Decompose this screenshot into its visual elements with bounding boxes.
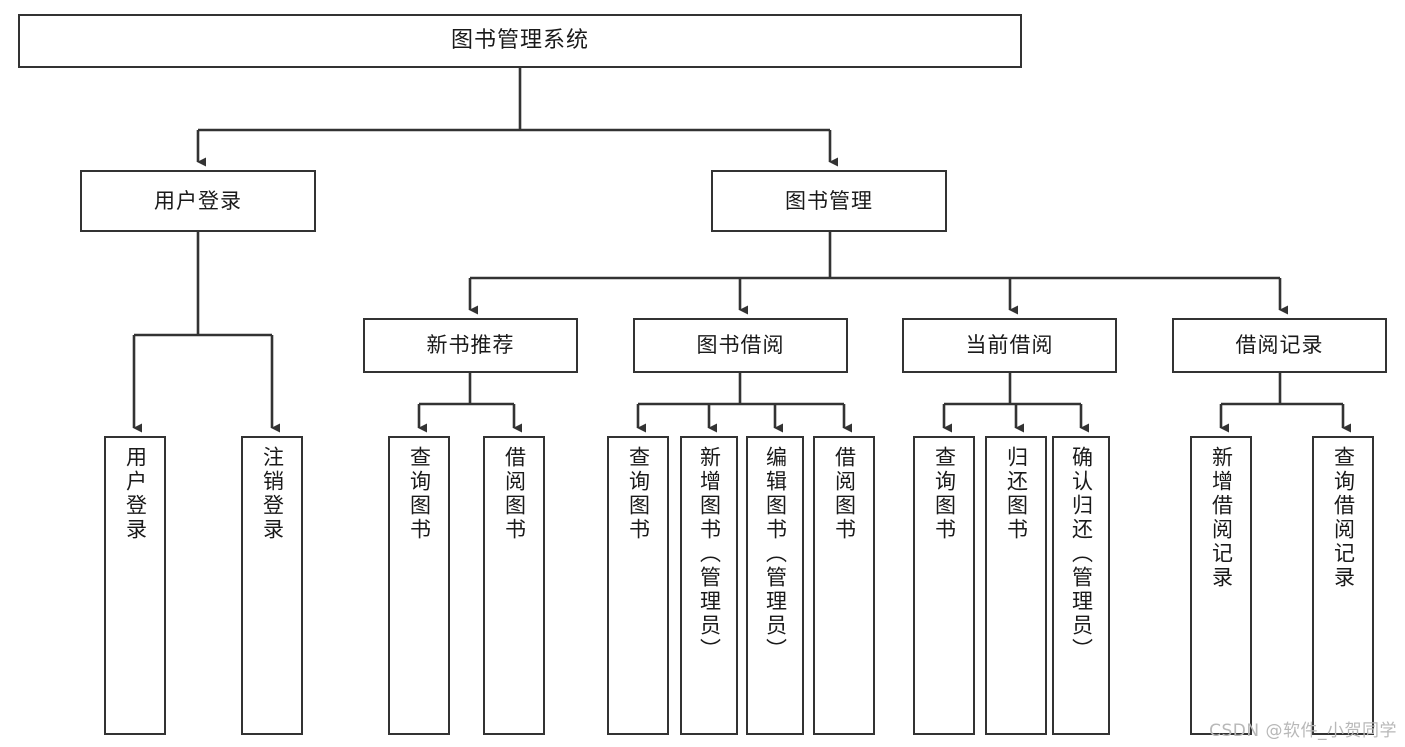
csdn-watermark: CSDN @软件_小贺同学 (1209, 721, 1397, 741)
node-leaf-borrow-book-2[interactable]: 借阅图书 (813, 436, 875, 735)
edge-borrow-record-to-leaves (1219, 373, 1351, 433)
node-current-borrow-label: 当前借阅 (965, 333, 1054, 358)
node-leaf-add-book-admin-label: 新增图书（管理员） (697, 446, 722, 662)
node-book-borrow[interactable]: 图书借阅 (633, 318, 848, 373)
node-leaf-user-login-label: 用户登录 (123, 446, 148, 542)
node-current-borrow[interactable]: 当前借阅 (902, 318, 1117, 373)
edge-root-to-level2 (196, 68, 838, 167)
node-leaf-add-book-admin[interactable]: 新增图书（管理员） (680, 436, 738, 735)
edge-new-book-recommend-to-leaves (417, 373, 522, 433)
node-leaf-confirm-return-admin-label: 确认归还（管理员） (1069, 446, 1094, 662)
node-leaf-user-login[interactable]: 用户登录 (104, 436, 166, 735)
node-leaf-edit-book-admin[interactable]: 编辑图书（管理员） (746, 436, 804, 735)
node-leaf-query-book-3-label: 查询图书 (932, 446, 957, 542)
node-leaf-borrow-book-1[interactable]: 借阅图书 (483, 436, 545, 735)
node-leaf-add-borrow-record-label: 新增借阅记录 (1209, 446, 1234, 590)
node-leaf-borrow-book-2-label: 借阅图书 (832, 446, 857, 542)
node-book-manage[interactable]: 图书管理 (711, 170, 947, 232)
node-leaf-confirm-return-admin[interactable]: 确认归还（管理员） (1052, 436, 1110, 735)
node-book-manage-label: 图书管理 (785, 188, 873, 213)
node-root[interactable]: 图书管理系统 (18, 14, 1022, 68)
edge-book-manage-to-level3 (468, 232, 1288, 315)
node-leaf-user-logout[interactable]: 注销登录 (241, 436, 303, 735)
node-leaf-query-borrow-record[interactable]: 查询借阅记录 (1312, 436, 1374, 735)
edge-user-login-to-leaves (132, 232, 280, 433)
node-book-borrow-label: 图书借阅 (696, 333, 785, 358)
node-root-label: 图书管理系统 (450, 28, 589, 54)
node-new-book-recommend[interactable]: 新书推荐 (363, 318, 578, 373)
node-leaf-borrow-book-1-label: 借阅图书 (502, 446, 527, 542)
node-leaf-return-book[interactable]: 归还图书 (985, 436, 1047, 735)
node-user-login-label: 用户登录 (154, 188, 242, 213)
node-leaf-add-borrow-record[interactable]: 新增借阅记录 (1190, 436, 1252, 735)
edge-current-borrow-to-leaves (942, 373, 1089, 433)
node-borrow-record-label: 借阅记录 (1235, 333, 1324, 358)
node-leaf-query-book-1[interactable]: 查询图书 (388, 436, 450, 735)
node-leaf-query-book-1-label: 查询图书 (407, 446, 432, 542)
node-leaf-query-book-2[interactable]: 查询图书 (607, 436, 669, 735)
node-leaf-return-book-label: 归还图书 (1004, 446, 1029, 542)
node-leaf-edit-book-admin-label: 编辑图书（管理员） (763, 446, 788, 662)
node-leaf-query-book-3[interactable]: 查询图书 (913, 436, 975, 735)
edge-book-borrow-to-leaves (636, 373, 852, 433)
node-user-login[interactable]: 用户登录 (80, 170, 316, 232)
node-leaf-query-borrow-record-label: 查询借阅记录 (1331, 446, 1356, 590)
node-borrow-record[interactable]: 借阅记录 (1172, 318, 1387, 373)
node-leaf-query-book-2-label: 查询图书 (626, 446, 651, 542)
node-new-book-recommend-label: 新书推荐 (426, 333, 515, 358)
node-leaf-user-logout-label: 注销登录 (260, 446, 285, 542)
